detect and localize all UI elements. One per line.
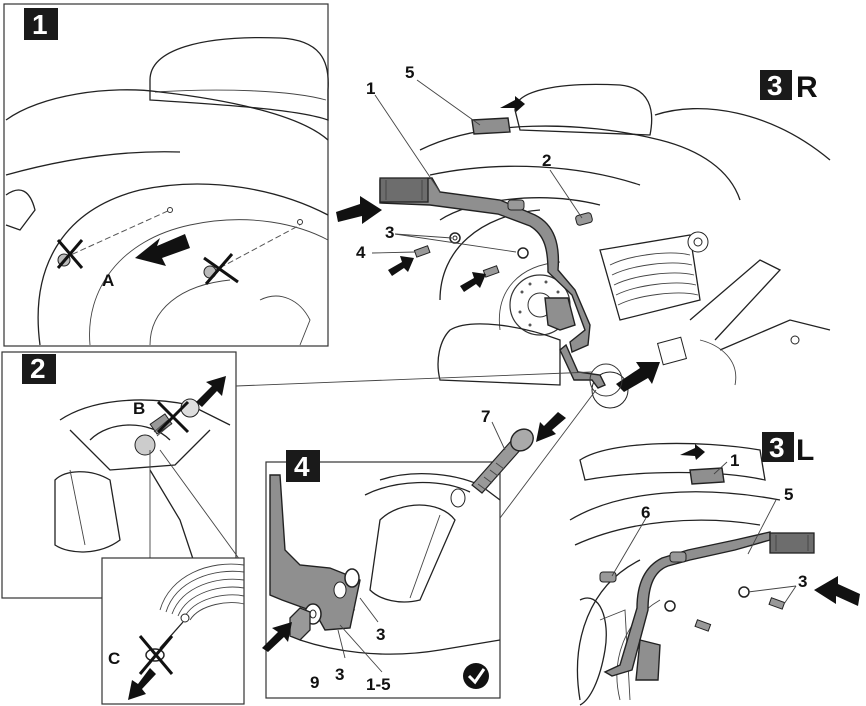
shock-absorber — [599, 231, 709, 321]
callout-3r-3: 3 — [385, 223, 394, 242]
side-carrier-left — [603, 531, 815, 681]
panel-step-3l — [569, 442, 860, 706]
push-arrow-icon — [262, 622, 292, 652]
step-3r-side: R — [796, 71, 818, 104]
push-arrow-icon — [536, 412, 566, 442]
step-2-number: 2 — [30, 353, 46, 384]
callout-3l-6: 6 — [641, 503, 650, 522]
step-3r-badge — [760, 70, 792, 100]
step-1-number: 1 — [32, 9, 48, 40]
callout-C: C — [108, 649, 120, 668]
callout-3r-2: 2 — [542, 151, 551, 170]
callout-4-7: 7 — [481, 407, 490, 426]
step-1-badge — [24, 8, 58, 40]
side-carrier-right — [379, 177, 606, 389]
push-arrow-icon — [336, 196, 382, 224]
push-arrow-icon — [196, 376, 226, 407]
push-arrow-icon — [460, 272, 486, 292]
remove-cross-icon — [203, 256, 239, 284]
zoom-detail-spring — [101, 557, 245, 705]
step-2-badge — [22, 354, 56, 384]
panel-step-2 — [1, 351, 241, 599]
step-3l-side: L — [796, 434, 814, 467]
step-4-number: 4 — [294, 451, 310, 482]
callout-3r-5: 5 — [405, 63, 414, 82]
callout-4-1-5: 1-5 — [366, 675, 391, 694]
callout-3l-3: 3 — [798, 572, 807, 591]
callout-B: B — [133, 399, 145, 418]
callout-4-9: 9 — [310, 673, 319, 692]
push-arrow-icon — [616, 362, 660, 392]
push-arrow-icon — [500, 96, 525, 112]
callout-3r-1: 1 — [366, 79, 375, 98]
push-arrow-icon — [814, 576, 860, 606]
push-arrow-icon — [128, 668, 156, 700]
step-3l-number: 3 — [769, 432, 785, 463]
callout-3l-5: 5 — [784, 485, 793, 504]
step-3l-badge — [762, 432, 794, 462]
callout-A: A — [102, 271, 114, 290]
panel-step-3r — [235, 79, 831, 519]
check-icon — [463, 663, 489, 689]
bolt-B — [149, 413, 173, 437]
step-3r-number: 3 — [767, 70, 783, 101]
callout-4-3b: 3 — [335, 665, 344, 684]
push-arrow-icon — [388, 256, 414, 276]
callout-3r-4: 4 — [356, 243, 366, 262]
step-4-badge — [286, 450, 320, 482]
panel-step-4 — [262, 461, 501, 699]
bolt-7 — [471, 412, 566, 494]
callout-4-3a: 3 — [376, 625, 385, 644]
panel-step-1 — [3, 3, 329, 347]
callout-3l-1: 1 — [730, 451, 739, 470]
push-arrow-icon — [135, 234, 190, 266]
push-arrow-icon — [680, 444, 705, 460]
